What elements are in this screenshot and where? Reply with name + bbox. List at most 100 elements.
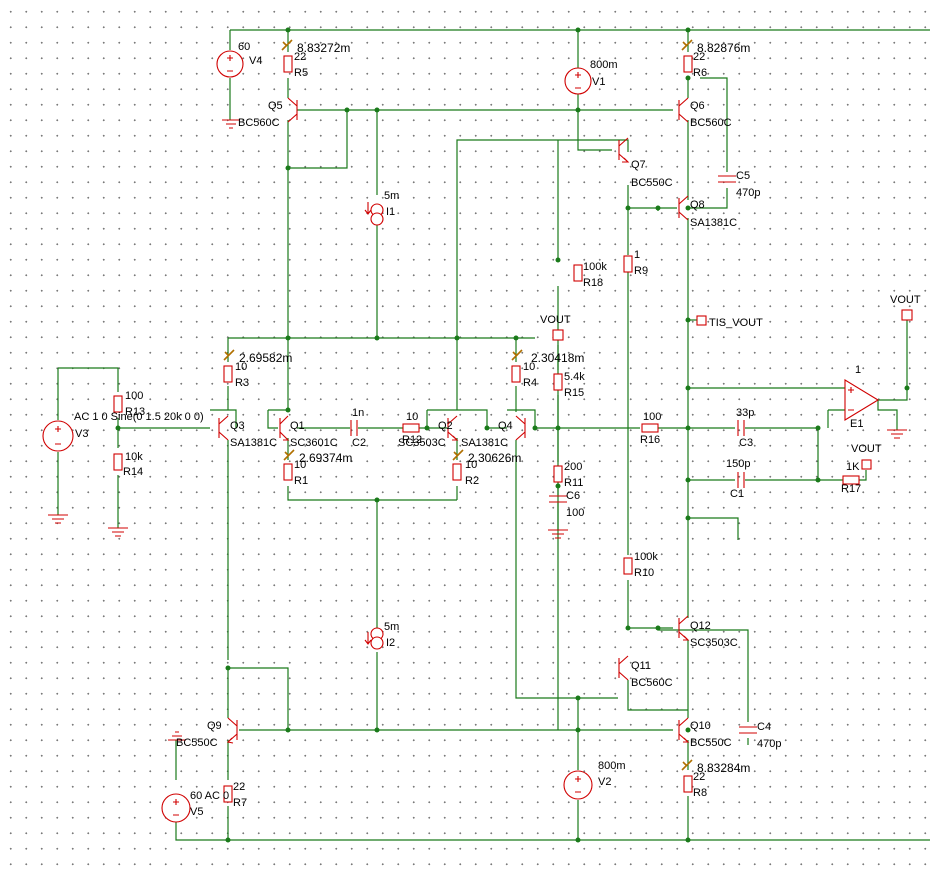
value-label-r7: 22 xyxy=(233,781,245,793)
transistor-q5[interactable] xyxy=(287,97,298,123)
value-label-r3: 10 xyxy=(235,361,247,373)
ref-label-q1: Q1 xyxy=(290,420,305,432)
ref-label-c4: C4 xyxy=(757,721,771,733)
ref-label-q11: Q11 xyxy=(631,660,651,672)
ref-label-r3: R3 xyxy=(235,377,249,389)
opamp-e1[interactable] xyxy=(844,379,880,421)
ref-label-r10: R10 xyxy=(634,567,654,579)
capacitor-c4[interactable] xyxy=(739,726,757,734)
value-label-c2: 1n xyxy=(352,407,364,419)
resistor-r11[interactable] xyxy=(553,465,563,483)
value-label-r9: 1 xyxy=(634,249,640,261)
value-label-q4: SA1381C xyxy=(461,437,508,449)
resistor-r9[interactable] xyxy=(623,255,633,273)
ref-label-v5: V5 xyxy=(190,806,203,818)
voltage-source-v3[interactable] xyxy=(42,420,74,452)
capacitor-c3[interactable] xyxy=(737,420,745,436)
net-flags xyxy=(552,309,913,470)
value-label-q9: BC550C xyxy=(176,737,218,749)
voltage-source-v4[interactable] xyxy=(216,50,244,78)
value-label-q6: BC560C xyxy=(690,117,732,129)
probe-value-p1: 8.83272m xyxy=(297,41,350,55)
resistor-r15[interactable] xyxy=(553,373,563,391)
capacitor-c1[interactable] xyxy=(737,472,745,488)
ref-label-q10: Q10 xyxy=(690,720,711,732)
resistor-r8[interactable] xyxy=(683,775,693,793)
value-label-r13: 100 xyxy=(125,390,143,402)
voltage-source-v5[interactable] xyxy=(161,793,191,823)
resistor-r5[interactable] xyxy=(283,55,293,73)
voltage-source-v1[interactable] xyxy=(564,67,592,95)
capacitor-c2[interactable] xyxy=(350,420,358,436)
ground-symbols xyxy=(48,119,907,741)
ref-label-i1: I1 xyxy=(386,206,395,218)
value-label-r15: 5.4k xyxy=(564,371,585,383)
resistor-r1[interactable] xyxy=(283,463,293,481)
value-label-v4: 60 xyxy=(238,41,250,53)
transistor-q6[interactable] xyxy=(678,97,689,123)
ref-label-r12: R12 xyxy=(402,434,422,446)
ref-label-c1: C1 xyxy=(730,488,744,500)
transistor-q4[interactable] xyxy=(515,415,526,441)
ref-label-v1: V1 xyxy=(592,76,605,88)
value-label-c6: 100 xyxy=(566,507,584,519)
wires xyxy=(57,29,930,841)
value-label-q2: SC3503C xyxy=(398,437,446,449)
ref-label-c3: C3 xyxy=(739,437,753,449)
ref-label-v2: V2 xyxy=(598,776,611,788)
ref-label-v4: V4 xyxy=(249,55,262,67)
transistor-q3[interactable] xyxy=(218,415,229,441)
resistor-r10[interactable] xyxy=(623,557,633,575)
ref-label-r1: R1 xyxy=(294,475,308,487)
resistor-r12[interactable] xyxy=(402,423,420,433)
current-source-i1[interactable] xyxy=(364,202,384,226)
resistor-r16[interactable] xyxy=(641,423,659,433)
transistor-q11[interactable] xyxy=(618,655,629,681)
resistor-r4[interactable] xyxy=(511,365,521,383)
probe-value-p6: 2.30626m xyxy=(468,451,521,465)
probe-value-p4: 2.30418m xyxy=(531,351,584,365)
ref-label-r2: R2 xyxy=(465,475,479,487)
resistor-r3[interactable] xyxy=(223,365,233,383)
value-label-c3: 33p xyxy=(736,407,754,419)
transistor-q2[interactable] xyxy=(447,415,459,441)
ref-label-q5: Q5 xyxy=(268,100,283,112)
ref-label-r15: R15 xyxy=(564,387,584,399)
current-source-i2[interactable] xyxy=(364,627,384,650)
resistor-r13[interactable] xyxy=(113,395,123,413)
resistor-r7[interactable] xyxy=(223,785,233,803)
net-label-n3: VOUT xyxy=(890,294,921,306)
ref-label-q8: Q8 xyxy=(690,199,705,211)
ref-label-r7: R7 xyxy=(233,797,247,809)
resistor-r2[interactable] xyxy=(452,463,462,481)
capacitor-c6[interactable] xyxy=(549,495,567,503)
transistor-q1[interactable] xyxy=(279,415,290,441)
transistor-q8[interactable] xyxy=(678,195,689,221)
resistor-r6[interactable] xyxy=(683,55,693,73)
value-label-r8: 22 xyxy=(693,771,705,783)
ref-label-q12: Q12 xyxy=(690,620,711,632)
resistor-r17[interactable] xyxy=(842,475,860,485)
probe-value-p3: 2.69582m xyxy=(239,351,292,365)
ref-label-e1: E1 xyxy=(850,418,863,430)
resistor-r14[interactable] xyxy=(113,453,123,471)
junctions xyxy=(115,27,910,843)
transistor-q12[interactable] xyxy=(678,615,690,641)
resistor-r18[interactable] xyxy=(573,264,583,282)
value-label-r5: 22 xyxy=(294,51,306,63)
ref-label-r4: R4 xyxy=(523,377,537,389)
transistor-q9[interactable] xyxy=(226,717,238,744)
voltage-source-v2[interactable] xyxy=(563,770,593,800)
ref-label-q4: Q4 xyxy=(498,420,513,432)
capacitor-c5[interactable] xyxy=(718,175,736,183)
value-label-q12: SC3503C xyxy=(690,637,738,649)
value-label-v5: 60 AC 0 xyxy=(190,790,229,802)
transistor-q7[interactable] xyxy=(618,137,630,163)
ref-label-r18: R18 xyxy=(583,277,603,289)
probe-value-p2: 8.82876m xyxy=(697,41,750,55)
transistor-q10[interactable] xyxy=(678,717,690,743)
